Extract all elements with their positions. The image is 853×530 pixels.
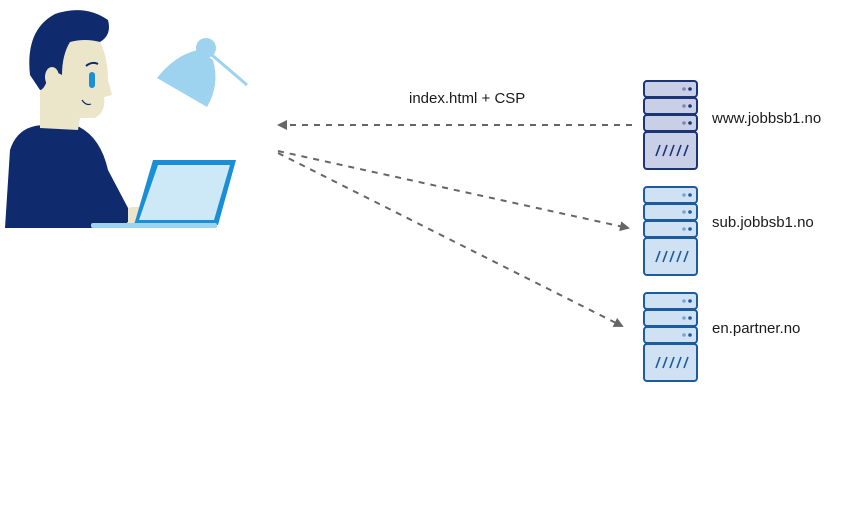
arrow-label-response: index.html + CSP	[409, 90, 526, 107]
desk-lamp-icon	[157, 38, 248, 107]
user-illustration	[5, 10, 248, 228]
servers	[643, 80, 698, 382]
arrow-request-sub	[277, 150, 630, 232]
server-icon-sub	[643, 186, 698, 276]
server-label-partner: en.partner.no	[712, 320, 801, 337]
server-label-www: www.jobbsb1.no	[712, 110, 822, 127]
arrows	[277, 120, 632, 327]
server-icon-partner	[643, 292, 698, 382]
laptop-icon	[91, 160, 236, 228]
arrow-request-partner	[277, 152, 624, 327]
server-label-sub: sub.jobbsb1.no	[712, 214, 814, 231]
server-icon-www	[643, 80, 698, 170]
